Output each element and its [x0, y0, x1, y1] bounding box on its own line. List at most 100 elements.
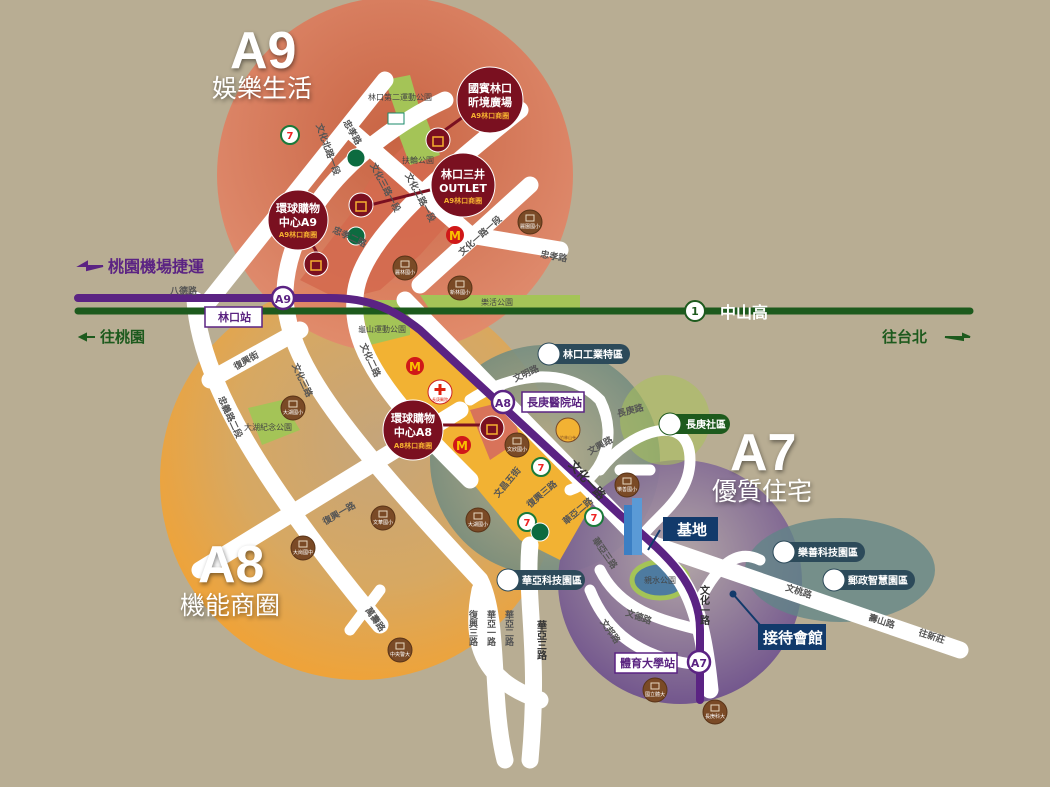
- school-label: 文華國小: [373, 519, 393, 526]
- school-marker: 新林國小: [447, 275, 473, 301]
- arrow-right-icon: [944, 332, 971, 342]
- freeway-shield-icon: 1: [684, 300, 706, 322]
- mcdonalds-icon: M: [406, 357, 424, 375]
- svg-text:7: 7: [591, 513, 598, 524]
- svg-text:華亞二路: 華亞二路: [503, 609, 514, 647]
- svg-text:郵政智慧園區: 郵政智慧園區: [848, 574, 908, 587]
- school-label: 國立體大: [645, 691, 665, 698]
- district-post-smart[interactable]: 郵政智慧園區: [822, 568, 915, 592]
- direction-taoyuan: 往桃園: [100, 328, 145, 346]
- site-callout[interactable]: 基地: [647, 517, 718, 551]
- school-label: 大崗國中: [293, 549, 313, 556]
- school-label: 長庚科大: [705, 713, 725, 720]
- svg-text:優質住宅: 優質住宅: [712, 477, 812, 506]
- freeway-number: 1: [691, 305, 699, 318]
- svg-text:華亞科技園區: 華亞科技園區: [522, 574, 582, 587]
- svg-text:體育大學站: 體育大學站: [620, 656, 675, 670]
- reception-callout[interactable]: 接待會館: [729, 590, 827, 651]
- svg-text:A8林口商圈: A8林口商圈: [394, 441, 432, 450]
- svg-text:林口工業特區: 林口工業特區: [563, 348, 623, 361]
- svg-text:A9林口商圈: A9林口商圈: [444, 196, 482, 205]
- school-icon: [517, 209, 543, 235]
- svg-text:A9: A9: [230, 22, 296, 80]
- svg-text:OUTLET: OUTLET: [439, 182, 487, 195]
- school-markers: 麗園國小麗林國小新林國小大湖國小文欣國小文華國小大崗國中大湖國小中央警大樂善國小…: [280, 209, 728, 725]
- mall-global-a9[interactable]: 環球購物 中心A9 A9林口商圈: [267, 189, 329, 277]
- svg-text:中心A8: 中心A8: [394, 425, 432, 439]
- svg-text:林口三井: 林口三井: [441, 167, 485, 181]
- park-label: 大湖紀念公園: [244, 422, 292, 432]
- district-huaya-tech[interactable]: 華亞科技園區: [496, 568, 585, 592]
- svg-text:復興三路: 復興三路: [467, 609, 479, 647]
- school-icon: [504, 432, 530, 458]
- metro-line: [74, 294, 704, 704]
- district-changgeng-community[interactable]: 長庚社區: [658, 412, 730, 436]
- zone-a9-title: A9 娛樂生活: [212, 22, 312, 103]
- hospital-changgeng[interactable]: 長庚醫院: [427, 379, 453, 405]
- road-network: [186, 71, 969, 769]
- svg-text:A9林口商圈: A9林口商圈: [471, 111, 509, 120]
- svg-text:華亞三路: 華亞三路: [535, 619, 547, 661]
- svg-text:7: 7: [524, 518, 531, 529]
- svg-text:文化一路: 文化一路: [698, 584, 710, 626]
- svg-text:林口站: 林口站: [218, 310, 251, 324]
- school-icon: [614, 472, 640, 498]
- seven-eleven-icon: 7: [280, 125, 300, 145]
- school-icon: [370, 505, 396, 531]
- svg-text:長庚醫院站: 長庚醫院站: [527, 395, 582, 409]
- svg-text:M: M: [456, 439, 468, 453]
- school-marker: 大湖國小: [465, 507, 491, 533]
- school-icon: [392, 255, 418, 281]
- school-icon: [280, 395, 306, 421]
- mall-mitsui-outlet[interactable]: 林口三井 OUTLET A9林口商圈: [348, 152, 496, 218]
- school-marker: 國立體大: [642, 677, 668, 703]
- school-icon: [465, 507, 491, 533]
- park-label: 龜山運動公園: [358, 324, 406, 334]
- school-label: 文欣國小: [507, 446, 527, 453]
- svg-text:A7: A7: [691, 657, 707, 670]
- school-label: 新林國小: [450, 289, 470, 296]
- familymart-icon: [387, 112, 405, 125]
- svg-text:竹林山寺: 竹林山寺: [560, 434, 576, 440]
- medical-cross-icon: [434, 384, 446, 395]
- school-marker: 大湖國小: [280, 395, 306, 421]
- svg-text:娛樂生活: 娛樂生活: [212, 74, 312, 103]
- mall-global-a8[interactable]: 環球購物 中心A8 A8林口商圈: [382, 399, 505, 461]
- school-marker: 麗園國小: [517, 209, 543, 235]
- svg-text:八德路: 八德路: [169, 285, 198, 297]
- direction-taipei: 往台北: [882, 328, 927, 346]
- factory-icon: [537, 342, 561, 366]
- starbucks-icon: [346, 226, 366, 246]
- svg-text:基地: 基地: [676, 521, 707, 539]
- station-a9[interactable]: A9 林口站: [204, 285, 296, 328]
- starbucks-icon: [530, 522, 550, 542]
- shopping-bag-icon: [348, 192, 374, 218]
- svg-text:國賓林口: 國賓林口: [468, 81, 512, 95]
- temple-icon: 竹林山寺: [555, 417, 581, 443]
- station-a7[interactable]: A7 體育大學站: [614, 649, 712, 675]
- freeway-name: 中山高: [720, 303, 768, 322]
- district-leshan-tech[interactable]: 樂善科技園區: [772, 540, 865, 564]
- svg-text:M: M: [409, 360, 421, 374]
- school-icon: [447, 275, 473, 301]
- school-icon: [702, 699, 728, 725]
- seven-eleven-icon: 7: [517, 512, 537, 532]
- station-a8[interactable]: A8 長庚醫院站: [490, 389, 585, 415]
- district-linkou-industrial[interactable]: 林口工業特區: [537, 342, 630, 366]
- svg-text:環球購物: 環球購物: [391, 411, 435, 425]
- svg-text:A9: A9: [275, 293, 291, 306]
- arrow-left-icon: [77, 332, 95, 342]
- svg-text:樂善科技園區: 樂善科技園區: [798, 546, 858, 559]
- svg-text:華亞一路: 華亞一路: [485, 609, 496, 647]
- factory-icon: [496, 568, 520, 592]
- seven-eleven-icon: 7: [584, 507, 604, 527]
- svg-text:A8: A8: [198, 536, 264, 594]
- school-label: 中央警大: [390, 651, 410, 658]
- school-label: 麗園國小: [520, 223, 540, 230]
- svg-text:接待會館: 接待會館: [763, 629, 823, 647]
- mcdonalds-icon: M: [446, 226, 464, 244]
- svg-text:長庚社區: 長庚社區: [686, 418, 726, 431]
- school-label: 樂善國小: [617, 486, 637, 493]
- mall-ambassador[interactable]: 國賓林口 昕境廣場 A9林口商圈: [425, 66, 524, 153]
